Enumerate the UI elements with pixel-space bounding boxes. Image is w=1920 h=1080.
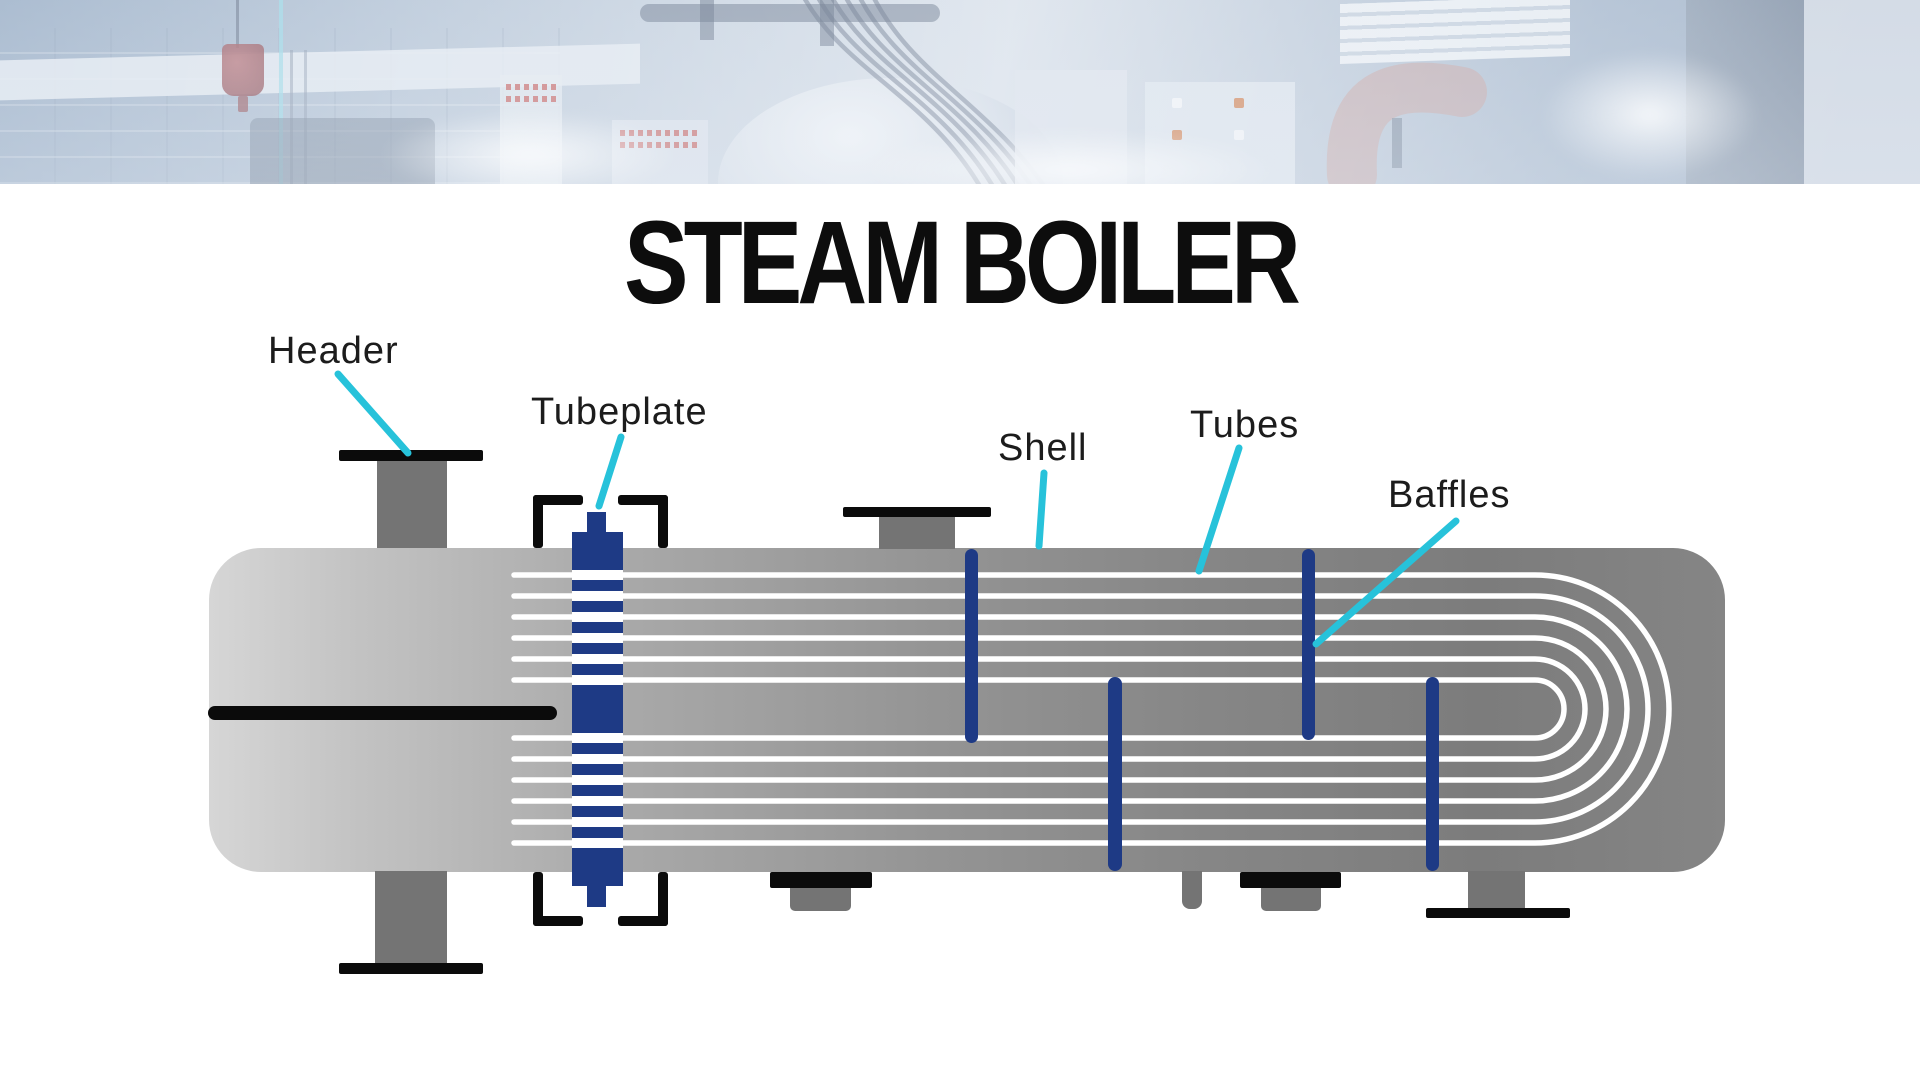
bracket-top-right — [618, 495, 668, 505]
label-baffles: Baffles — [1388, 474, 1511, 516]
baffle — [1108, 677, 1122, 871]
shell-bottom-nozzle-flange — [1426, 908, 1570, 918]
bracket-top-right — [658, 495, 668, 548]
tube-hole-stripe — [572, 817, 623, 827]
drain-nozzle-pipe — [790, 888, 851, 911]
steam-haze — [1540, 50, 1760, 180]
cyan-pipe — [279, 0, 283, 184]
boiler-room-photo — [0, 0, 1920, 184]
header-top-nozzle-flange — [339, 450, 483, 461]
bracket-bottom-left — [533, 872, 543, 926]
tube-hole-stripe — [572, 796, 623, 806]
tube-hole-stripe — [572, 675, 623, 685]
hanging-chain — [236, 0, 239, 48]
panel-button — [1172, 98, 1182, 108]
shell-top-nozzle-pipe — [879, 517, 955, 549]
bracket-bottom-left — [533, 916, 583, 926]
drain-nozzle-pipe — [1261, 888, 1321, 911]
drain-stub — [1182, 871, 1202, 909]
bright-edge — [1804, 0, 1920, 184]
tubeplate-column — [572, 532, 623, 886]
header-bottom-nozzle-flange — [339, 963, 483, 974]
bracket-top-left — [533, 495, 543, 548]
tube-hole-stripe — [572, 654, 623, 664]
button-row — [506, 84, 558, 90]
drain-nozzle-flange — [770, 872, 872, 888]
steam-haze — [380, 110, 680, 184]
red-lamp-tip — [238, 96, 248, 112]
bracket-bottom-right — [658, 872, 668, 926]
leader-line-shell — [1035, 469, 1048, 550]
shell-top-nozzle-flange — [843, 507, 991, 517]
label-tubes: Tubes — [1190, 404, 1300, 446]
label-tubeplate: Tubeplate — [531, 391, 708, 433]
baffle — [1302, 549, 1315, 740]
label-header: Header — [268, 330, 399, 372]
label-shell: Shell — [998, 427, 1088, 469]
leader-line-header — [334, 370, 412, 457]
tubeplate — [572, 512, 623, 907]
tube-hole-stripe — [572, 775, 623, 785]
tubeplate-bottom-nub — [587, 886, 606, 907]
header-top-nozzle-pipe — [377, 461, 447, 548]
header-bottom-nozzle-pipe — [375, 871, 447, 964]
tube-hole-stripe — [572, 591, 623, 601]
baffle — [965, 549, 978, 743]
ladder-rail — [304, 50, 307, 184]
shell-bottom-nozzle-pipe — [1468, 871, 1525, 908]
white-fade-overlay — [0, 0, 1920, 184]
panel-button — [1234, 98, 1244, 108]
bracket-top-left — [533, 495, 583, 505]
partition-plate — [208, 706, 557, 720]
valve-stem — [700, 0, 714, 40]
tube-hole-stripe — [572, 754, 623, 764]
drain-nozzle-flange — [1240, 872, 1341, 888]
tube-hole-stripe — [572, 733, 623, 743]
tubeplate-top-nub — [587, 512, 606, 533]
red-lamp — [222, 44, 264, 96]
panel-button — [1234, 130, 1244, 140]
page-title: STEAM BOILER — [623, 197, 1301, 329]
button-row — [506, 96, 558, 102]
ladder-rail — [290, 50, 293, 184]
baffle — [1426, 677, 1439, 871]
tube-hole-stripe — [572, 633, 623, 643]
tube-hole-stripe — [572, 612, 623, 622]
tube-hole-stripe — [572, 570, 623, 580]
bracket-bottom-right — [618, 916, 668, 926]
tube-hole-stripe — [572, 838, 623, 848]
